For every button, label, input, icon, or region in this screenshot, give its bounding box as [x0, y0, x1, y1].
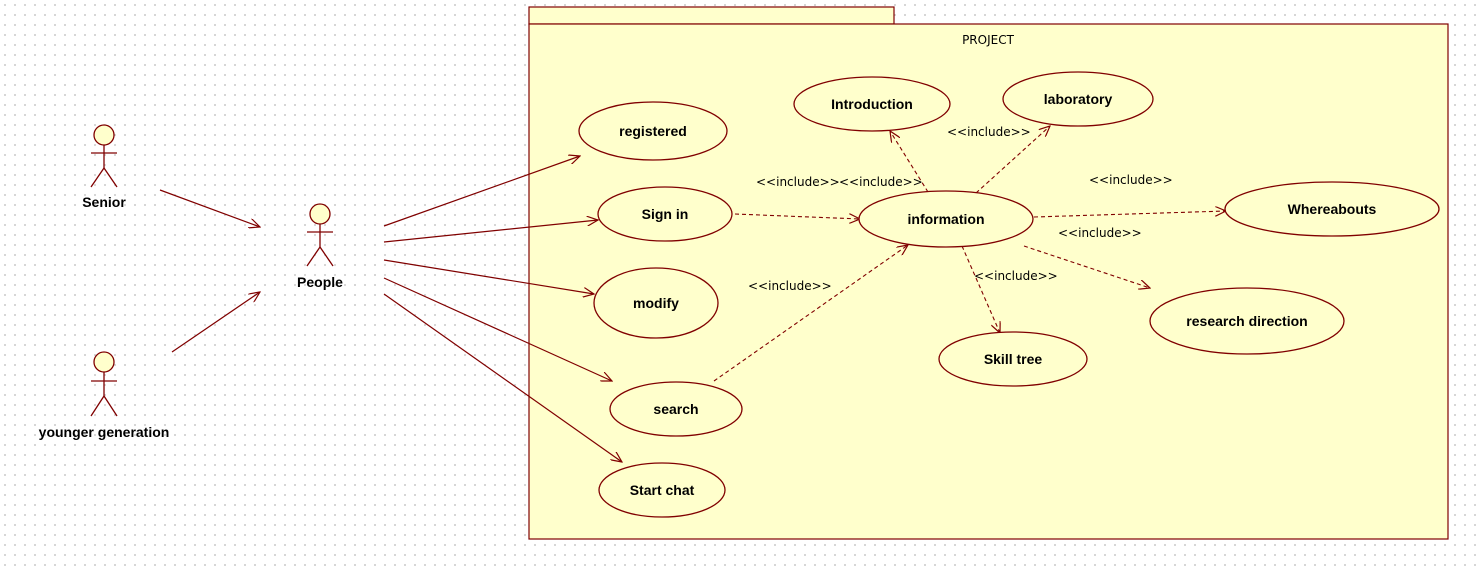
- use-case-laboratory-label: laboratory: [1044, 91, 1113, 107]
- edge-information-include-introduction: [890, 131, 929, 193]
- actor-senior-label: Senior: [82, 194, 126, 210]
- package-title: PROJECT: [962, 33, 1015, 47]
- actor-people-leg-left: [306, 246, 321, 267]
- stereotype-skill-tree: <<include>>: [974, 269, 1058, 283]
- edge-senior-to-people: [159, 189, 260, 227]
- edge-information-include-skill-tree: [961, 245, 1000, 333]
- use-case-skill-tree[interactable]: Skill tree: [938, 331, 1088, 387]
- use-case-search[interactable]: search: [609, 381, 743, 437]
- use-case-modify[interactable]: modify: [593, 267, 719, 339]
- actor-people[interactable]: People: [297, 203, 343, 290]
- actor-people-head: [309, 203, 331, 225]
- use-case-search-label: search: [653, 401, 698, 417]
- edge-people-start-chat: [383, 293, 622, 462]
- use-case-research-direction[interactable]: research direction: [1149, 287, 1345, 355]
- use-case-whereabouts-label: Whereabouts: [1288, 201, 1377, 217]
- use-case-skill-tree-label: Skill tree: [984, 351, 1043, 367]
- actor-people-leg-right: [319, 246, 334, 267]
- use-case-start-chat-label: Start chat: [630, 482, 695, 498]
- actor-senior-head: [93, 124, 115, 146]
- edge-people-registered: [383, 156, 580, 227]
- use-case-sign-in-label: Sign in: [642, 206, 689, 222]
- edge-people-sign-in: [383, 220, 598, 243]
- stereotype-whereabouts: <<include>>: [1089, 173, 1173, 187]
- use-case-research-direction-label: research direction: [1186, 313, 1307, 329]
- package-tab: [528, 6, 895, 25]
- actor-senior[interactable]: Senior: [82, 124, 126, 210]
- actor-younger-generation[interactable]: younger generation: [39, 351, 170, 440]
- actor-senior-leg-right: [103, 167, 118, 188]
- edge-younger-to-people: [171, 292, 260, 353]
- stereotype-introduction: <<include>>: [839, 175, 923, 189]
- edge-people-modify: [383, 259, 594, 294]
- use-case-introduction[interactable]: Introduction: [793, 76, 951, 132]
- actor-younger-head: [93, 351, 115, 373]
- use-case-introduction-label: Introduction: [831, 96, 913, 112]
- stereotype-research: <<include>>: [1058, 226, 1142, 240]
- edge-information-include-research: [1023, 245, 1150, 288]
- stereotype-laboratory: <<include>>: [947, 125, 1031, 139]
- edge-people-search: [383, 277, 612, 381]
- edge-search-include-information: [713, 245, 908, 382]
- actor-senior-leg-left: [90, 167, 105, 188]
- actor-younger-leg-left: [90, 395, 105, 417]
- use-case-laboratory[interactable]: laboratory: [1002, 71, 1154, 127]
- use-case-information-label: information: [908, 211, 985, 227]
- use-case-information[interactable]: information: [858, 190, 1034, 248]
- edge-information-include-laboratory: [975, 126, 1050, 194]
- actor-people-label: People: [297, 274, 343, 290]
- use-case-registered[interactable]: registered: [578, 101, 728, 161]
- use-case-sign-in[interactable]: Sign in: [597, 186, 733, 242]
- actor-younger-leg-right: [103, 395, 118, 417]
- use-case-registered-label: registered: [619, 123, 687, 139]
- use-case-whereabouts[interactable]: Whereabouts: [1224, 181, 1440, 237]
- use-case-start-chat[interactable]: Start chat: [598, 462, 726, 518]
- actor-younger-label: younger generation: [39, 424, 170, 440]
- use-case-modify-label: modify: [633, 295, 679, 311]
- stereotype-sign-in: <<include>>: [756, 175, 840, 189]
- stereotype-search: <<include>>: [748, 279, 832, 293]
